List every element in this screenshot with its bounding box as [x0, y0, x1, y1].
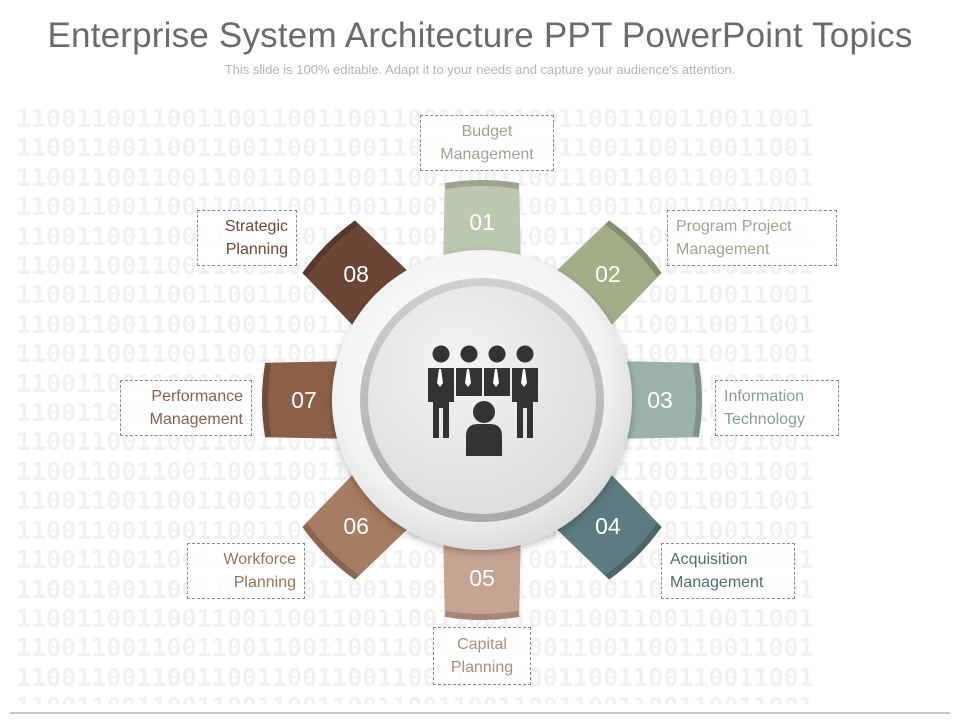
segment-number-04: 04: [595, 513, 621, 539]
segment-shape-03: [608, 360, 702, 440]
segment-label-box-03: Information Technology: [715, 380, 839, 436]
segment-edge-08: [302, 220, 359, 277]
segment-label-box-08: Strategic Planning: [197, 210, 297, 266]
segment-edge-05: [444, 610, 520, 621]
segment-label-06: Workforce Planning: [223, 551, 296, 591]
segment-number-03: 03: [647, 387, 673, 413]
slide-subtitle: This slide is 100% editable. Adapt it to…: [224, 62, 736, 77]
segment-label-02: Program Project Management: [676, 218, 792, 258]
segment-label-box-06: Workforce Planning: [187, 543, 305, 599]
segment-edge-07: [262, 362, 272, 438]
segment-label-box-04: Acquisition Management: [661, 543, 795, 599]
slide-title: Enterprise System Architecture PPT Power…: [47, 16, 913, 55]
segment-shape-05: [442, 526, 522, 621]
segment-05: 05: [442, 526, 522, 621]
segment-label-07: Performance Management: [149, 388, 243, 428]
segment-03: 03: [608, 360, 702, 440]
bottom-divider: [10, 712, 950, 714]
segment-label-04: Acquisition Management: [670, 551, 764, 591]
segment-shape-01: [442, 180, 522, 274]
segment-number-06: 06: [343, 513, 369, 539]
segment-label-box-01: Budget Management: [420, 115, 554, 171]
segment-number-08: 08: [343, 261, 369, 287]
segment-edge-06: [302, 523, 359, 580]
segment-label-08: Strategic Planning: [224, 218, 288, 258]
segment-number-02: 02: [595, 261, 621, 287]
segment-number-07: 07: [291, 387, 317, 413]
segment-number-05: 05: [469, 565, 495, 591]
segment-label-box-07: Performance Management: [120, 380, 252, 436]
segment-edge-02: [605, 220, 662, 277]
segment-edge-03: [692, 362, 702, 438]
segment-01: 01: [442, 180, 522, 274]
inner-hub-face: [368, 286, 596, 514]
segment-label-box-05: Capital Planning: [433, 627, 531, 685]
segment-label-01: Budget Management: [440, 123, 534, 163]
segment-number-01: 01: [469, 209, 495, 235]
business-team-icon: [428, 345, 538, 456]
segment-07: 07: [262, 360, 356, 440]
segment-label-05: Capital Planning: [450, 636, 514, 676]
segment-edge-04: [605, 523, 662, 580]
segment-label-03: Information Technology: [724, 388, 805, 428]
segment-edge-01: [444, 180, 520, 190]
segment-shape-07: [262, 360, 356, 440]
segment-label-box-02: Program Project Management: [667, 210, 837, 266]
